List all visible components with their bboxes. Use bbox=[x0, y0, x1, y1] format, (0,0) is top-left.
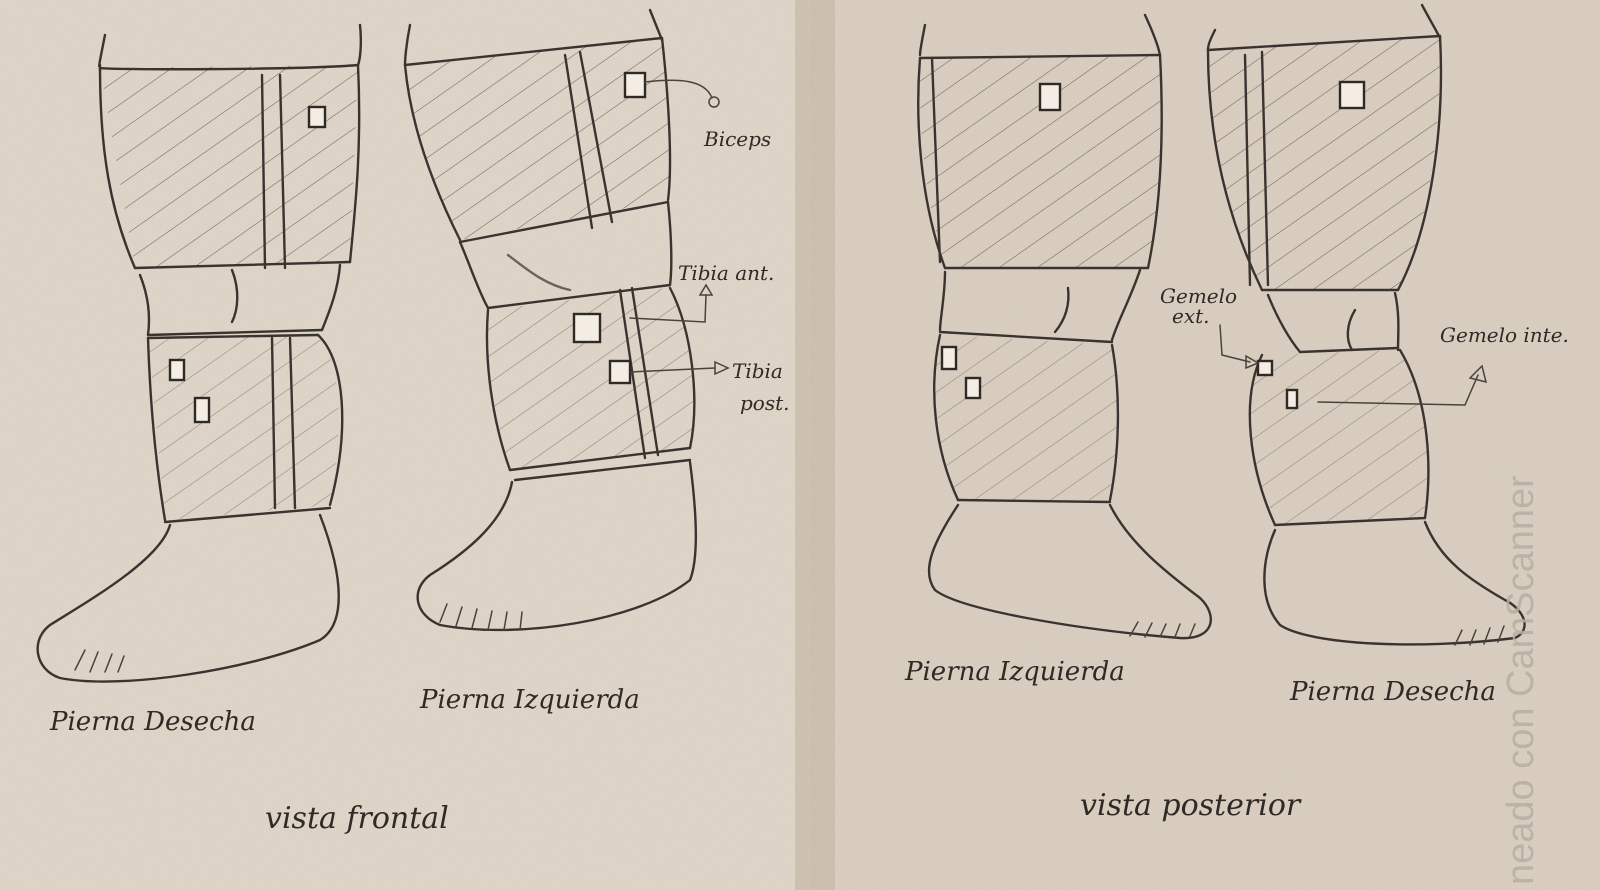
sensor-tibia-ant bbox=[574, 314, 600, 342]
sensor-tibia-post bbox=[610, 361, 630, 383]
sensor bbox=[309, 107, 325, 127]
label-frontal-right-leg: Pierna Desecha bbox=[49, 707, 256, 737]
label-tibia-post-1: Tibia bbox=[732, 359, 783, 383]
upper-band-hatch bbox=[100, 65, 358, 268]
label-tibia-ant: Tibia ant. bbox=[678, 261, 774, 285]
label-posterior-left-leg: Pierna Izquierda bbox=[904, 657, 1125, 687]
label-frontal-left-leg: Pierna Izquierda bbox=[419, 685, 640, 715]
title-posterior-view: vista posterior bbox=[1080, 788, 1302, 823]
sensor bbox=[942, 347, 956, 369]
sensor bbox=[966, 378, 980, 398]
label-gemelo-int: Gemelo inte. bbox=[1440, 323, 1569, 347]
scanner-watermark: neado con CamScanner bbox=[1500, 475, 1542, 885]
label-tibia-post-2: post. bbox=[740, 391, 790, 415]
label-posterior-right-leg: Pierna Desecha bbox=[1289, 677, 1496, 707]
sensor-gemelo-int bbox=[1287, 390, 1297, 408]
sensor bbox=[170, 360, 184, 380]
sensor bbox=[1340, 82, 1364, 108]
title-frontal-view: vista frontal bbox=[265, 801, 449, 836]
sensor bbox=[1040, 84, 1060, 110]
sensor bbox=[195, 398, 209, 422]
sensor-gemelo-ext bbox=[1258, 361, 1272, 375]
sensor-biceps bbox=[625, 73, 645, 97]
label-biceps: Biceps bbox=[703, 127, 771, 151]
lower-band-hatch bbox=[935, 335, 1117, 500]
lower-band-hatch bbox=[1250, 350, 1428, 525]
label-gemelo-ext-2: ext. bbox=[1172, 304, 1210, 328]
